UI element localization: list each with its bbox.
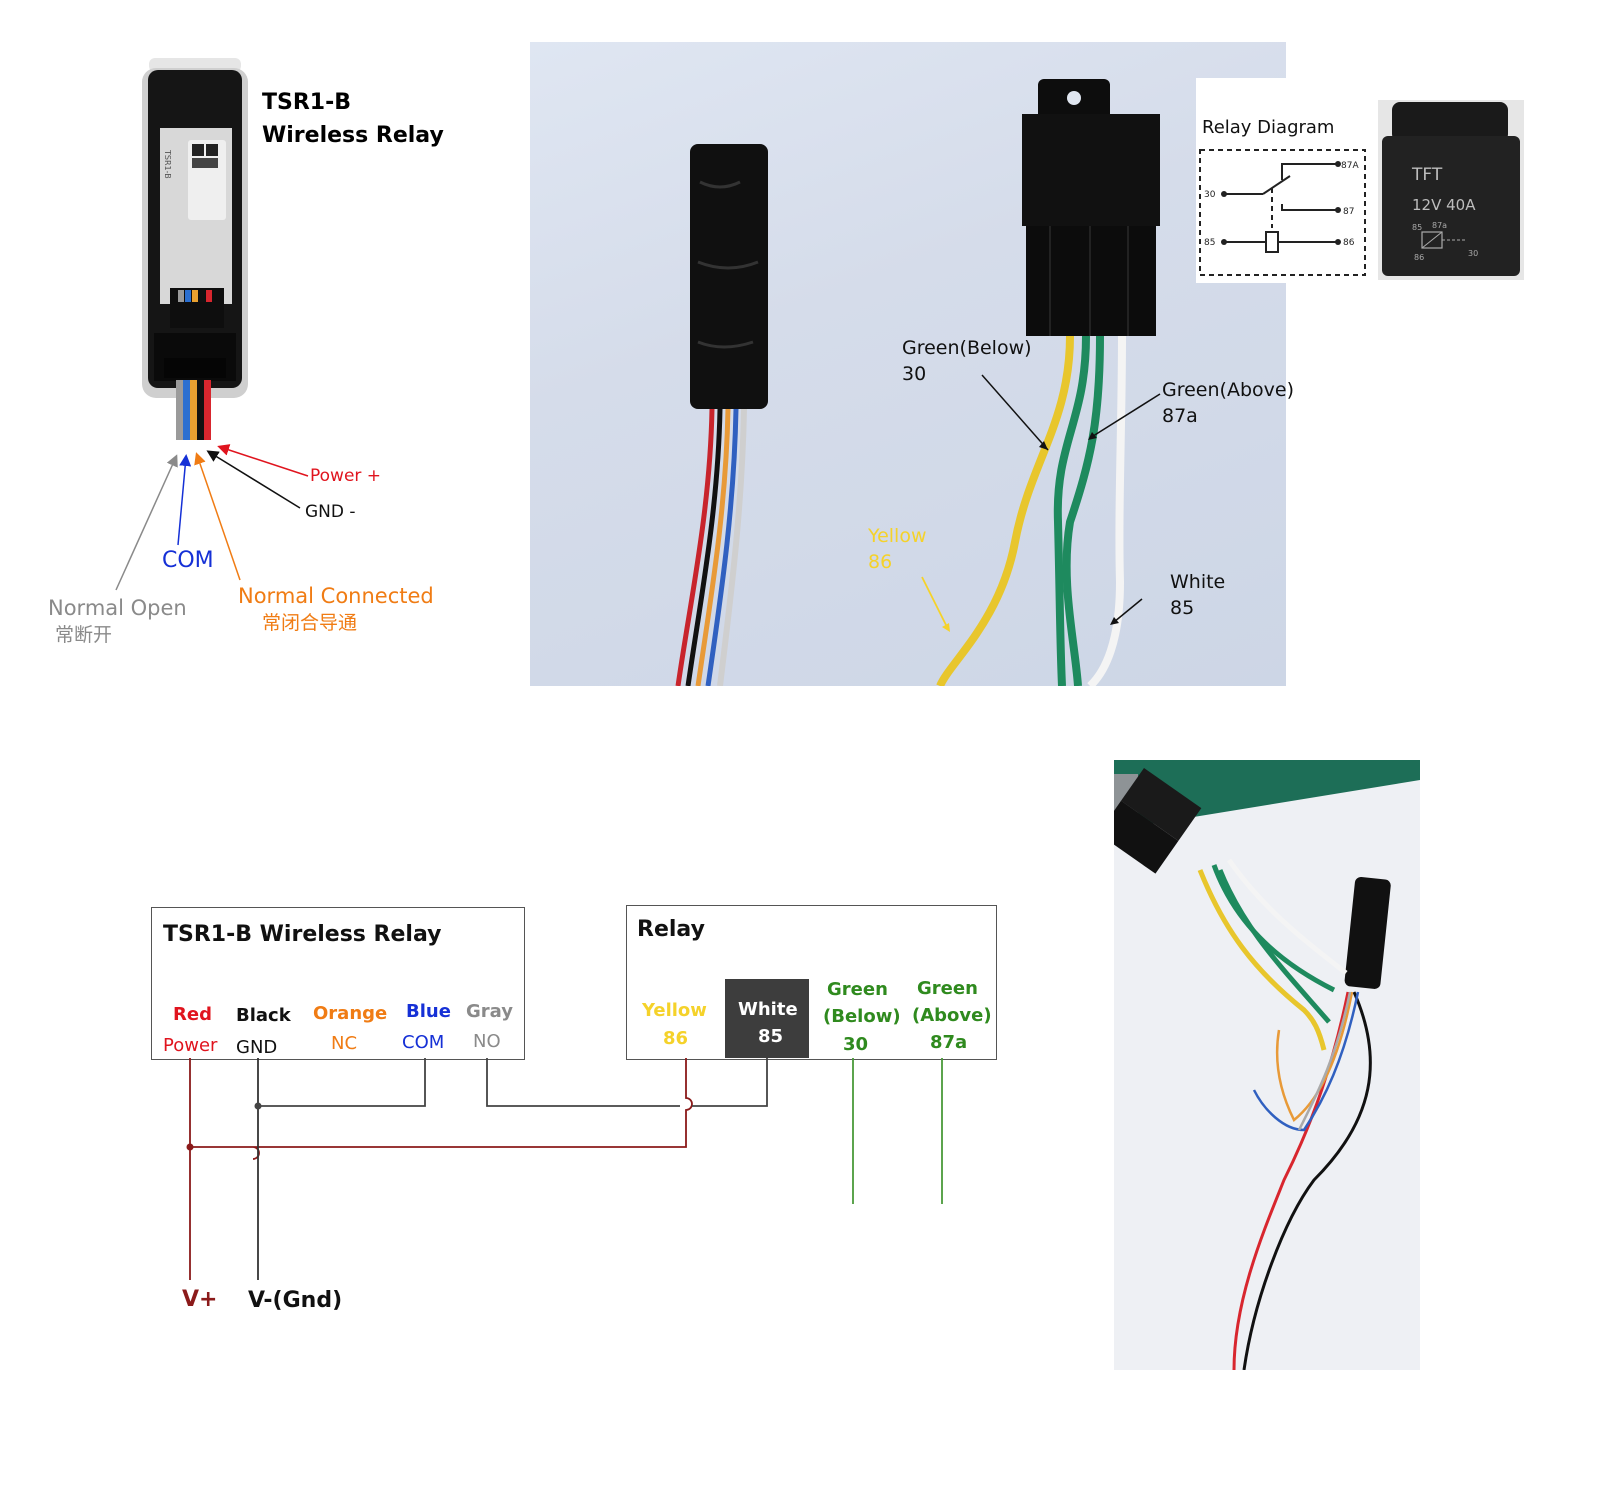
wire-power-to-86 (190, 1058, 693, 1160)
pin-red-function: Power (163, 1035, 218, 1056)
installed-wiring-photo (1114, 760, 1420, 1370)
callout-normal-connected: Normal Connected (238, 584, 434, 608)
callout-normal-connected-cn: 常闭合导通 (262, 612, 358, 634)
pin-blue-name: Blue (406, 1001, 451, 1022)
wire-gnd-to-com (258, 1058, 426, 1107)
terminal-30: 30 (1204, 190, 1216, 200)
relay-closeup-photo: TFT 12V 40A 85 87a 86 30 (1378, 100, 1524, 280)
relay-closeup-drawing: TFT 12V 40A 85 87a 86 30 (1382, 102, 1520, 276)
pin-white-name: White (738, 999, 798, 1020)
terminal-85: 85 (1204, 238, 1215, 248)
pin-black-name: Black (236, 1005, 291, 1026)
label-green-below: Green(Below) 30 (902, 337, 1032, 386)
label-yellow-number: 86 (868, 550, 893, 573)
relay-diagram-schematic: 87A 30 87 85 86 (1199, 149, 1366, 276)
pin-green-below-name: Green (827, 979, 888, 1000)
relay-terminal-30: 30 (1468, 249, 1478, 258)
label-white-number: 85 (1170, 596, 1195, 619)
installed-photo-drawing (1114, 760, 1420, 1370)
tsr1b-box-title: TSR1-B Wireless Relay (163, 922, 442, 947)
wiring-photo (530, 42, 1286, 686)
callout-normal-open-cn: 常断开 (55, 624, 113, 646)
label-green-below-number: 30 (902, 362, 927, 385)
terminal-87a: 87A (1341, 161, 1359, 171)
nc-arrow (194, 452, 241, 581)
pin-green-above-number: 87a (930, 1032, 968, 1053)
pin-blue-function: COM (402, 1032, 445, 1053)
callout-normal-open: Normal Open (48, 596, 187, 620)
pin-black-function: GND (236, 1037, 278, 1058)
tsr1b-device-image (142, 58, 248, 440)
supply-positive-label: V+ (182, 1287, 218, 1312)
pin-yellow-name: Yellow (642, 1000, 707, 1021)
label-yellow: Yellow 86 (868, 525, 927, 574)
product-title-line2: Wireless Relay (262, 123, 444, 148)
wire-no-to-85-tail (692, 1058, 768, 1107)
no-arrow (115, 454, 178, 591)
tsr1b-box (151, 907, 525, 1060)
callout-gnd: GND - (305, 502, 356, 522)
callout-com: COM (162, 548, 214, 573)
relay-rating: 12V 40A (1412, 196, 1476, 214)
com-arrow (177, 454, 192, 546)
callout-power: Power + (310, 466, 382, 486)
relay-terminal-87a: 87a (1432, 221, 1447, 230)
pin-green-above-name: Green (917, 978, 978, 999)
label-green-above-number: 87a (1162, 404, 1198, 427)
label-green-above: Green(Above) 87a (1162, 379, 1294, 428)
label-yellow-name: Yellow (868, 525, 927, 547)
label-green-above-name: Green(Above) (1162, 379, 1294, 401)
pin-orange-name: Orange (313, 1003, 388, 1024)
pin-gray-name: Gray (466, 1001, 513, 1022)
label-green-below-name: Green(Below) (902, 337, 1032, 359)
label-white: White 85 (1170, 571, 1226, 620)
junction-gnd (254, 1102, 262, 1110)
product-callout-arrows (115, 444, 309, 591)
pin-yellow-number: 86 (663, 1028, 689, 1049)
gnd-arrow (206, 450, 301, 509)
photo-illustration (675, 79, 1161, 686)
relay-terminal-85: 85 (1412, 223, 1422, 232)
terminal-86: 86 (1343, 238, 1355, 248)
pin-red-name: Red (173, 1004, 212, 1025)
wire-no-to-85 (486, 1058, 680, 1107)
pin-gray-function: NO (473, 1031, 501, 1052)
relay-box-title: Relay (637, 917, 705, 942)
power-arrow (217, 444, 309, 477)
terminal-87: 87 (1343, 207, 1354, 217)
label-white-name: White (1170, 571, 1226, 593)
relay-diagram-title: Relay Diagram (1202, 117, 1335, 138)
pin-orange-function: NC (331, 1033, 358, 1054)
junction-power (186, 1143, 194, 1151)
relay-terminal-86: 86 (1414, 253, 1424, 262)
pin-white-number: 85 (758, 1026, 784, 1047)
supply-negative-label: V-(Gnd) (248, 1288, 343, 1313)
pin-green-above-sub: (Above) (912, 1005, 992, 1026)
white-85-highlight (725, 979, 809, 1058)
product-title-line1: TSR1-B (262, 90, 351, 115)
product-title: TSR1-B Wireless Relay (262, 86, 444, 152)
pin-green-below-sub: (Below) (823, 1006, 901, 1027)
relay-brand: TFT (1411, 165, 1443, 185)
pin-green-below-number: 30 (843, 1034, 869, 1055)
relay-box (626, 905, 997, 1060)
